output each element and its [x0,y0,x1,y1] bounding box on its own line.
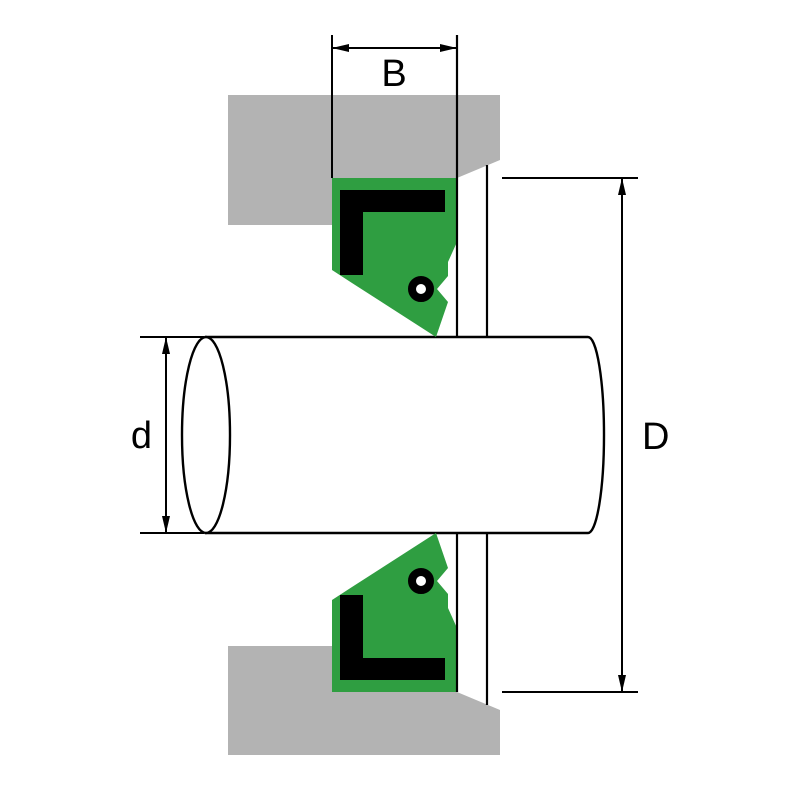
seal-top-garter-spring [408,276,434,302]
dimension-B: B [331,35,457,178]
housing-block-bottom [228,646,500,755]
seal-bottom [332,533,457,692]
seal-bottom-garter-spring [408,568,434,594]
dimension-d-label: d [131,415,152,457]
seal-top [332,178,457,337]
housing-block-top [228,95,500,225]
dimension-B-label: B [381,53,406,95]
shaft-body [204,335,606,535]
shaft-end-face [180,335,232,535]
seal-top-metal-insert [340,190,445,275]
dimension-d: d [131,336,204,534]
seal-bottom-metal-insert [340,595,445,680]
dimension-D-label: D [642,416,669,458]
shaft [180,335,606,535]
dimension-D: D [502,177,669,693]
